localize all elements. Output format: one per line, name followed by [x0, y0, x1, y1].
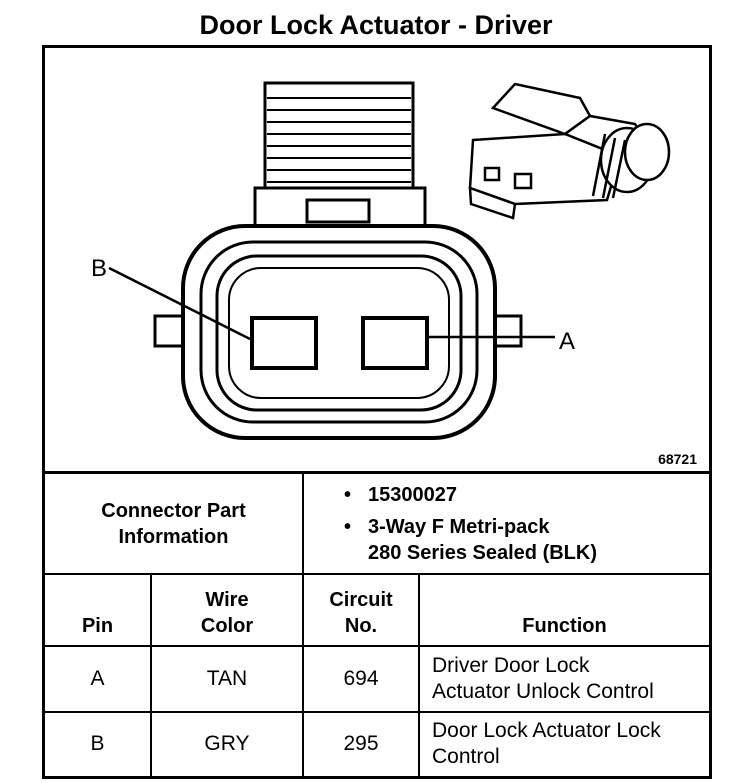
header-circuit-no: Circuit No.	[302, 572, 420, 648]
table-header-row: Pin Wire Color Circuit No. Function	[45, 572, 709, 648]
callout-a-label: A	[559, 328, 575, 355]
circuit-cell: 295	[302, 710, 420, 776]
connector-info-label: Connector Part Information	[45, 471, 304, 575]
header-wire-color: Wire Color	[150, 572, 304, 648]
connector-info-row: Connector Part Information • 15300027 • …	[45, 471, 709, 575]
table-row: A TAN 694 Driver Door Lock Actuator Unlo…	[45, 645, 709, 713]
diagram-frame: B A 68721 Connector Part In	[42, 45, 712, 779]
header-pin: Pin	[45, 572, 152, 648]
function-cell: Door Lock Actuator Lock Control	[418, 710, 709, 776]
header-function: Function	[418, 572, 709, 648]
callout-b-label: B	[91, 255, 107, 282]
connector-3d-drawing	[468, 82, 671, 220]
page-title: Door Lock Actuator - Driver	[199, 10, 553, 40]
wire-color-cell: TAN	[150, 645, 304, 713]
circuit-cell: 694	[302, 645, 420, 713]
pin-cell: B	[45, 710, 152, 776]
function-cell: Driver Door Lock Actuator Unlock Control	[418, 645, 709, 713]
pin-cell: A	[45, 645, 152, 713]
callout-leaders	[108, 266, 555, 341]
figure-number: 68721	[658, 451, 697, 467]
list-item: • 3-Way F Metri-pack 280 Series Sealed (…	[344, 516, 597, 564]
connector-info-list: • 15300027 • 3-Way F Metri-pack 280 Seri…	[302, 471, 709, 575]
wire-color-cell: GRY	[150, 710, 304, 776]
connector-illustration: B A	[91, 81, 671, 440]
list-item: • 15300027	[344, 484, 457, 506]
table-row: B GRY 295 Door Lock Actuator Lock Contro…	[45, 710, 709, 776]
connector-face-drawing	[153, 81, 523, 440]
pinout-table: Connector Part Information • 15300027 • …	[45, 471, 709, 776]
